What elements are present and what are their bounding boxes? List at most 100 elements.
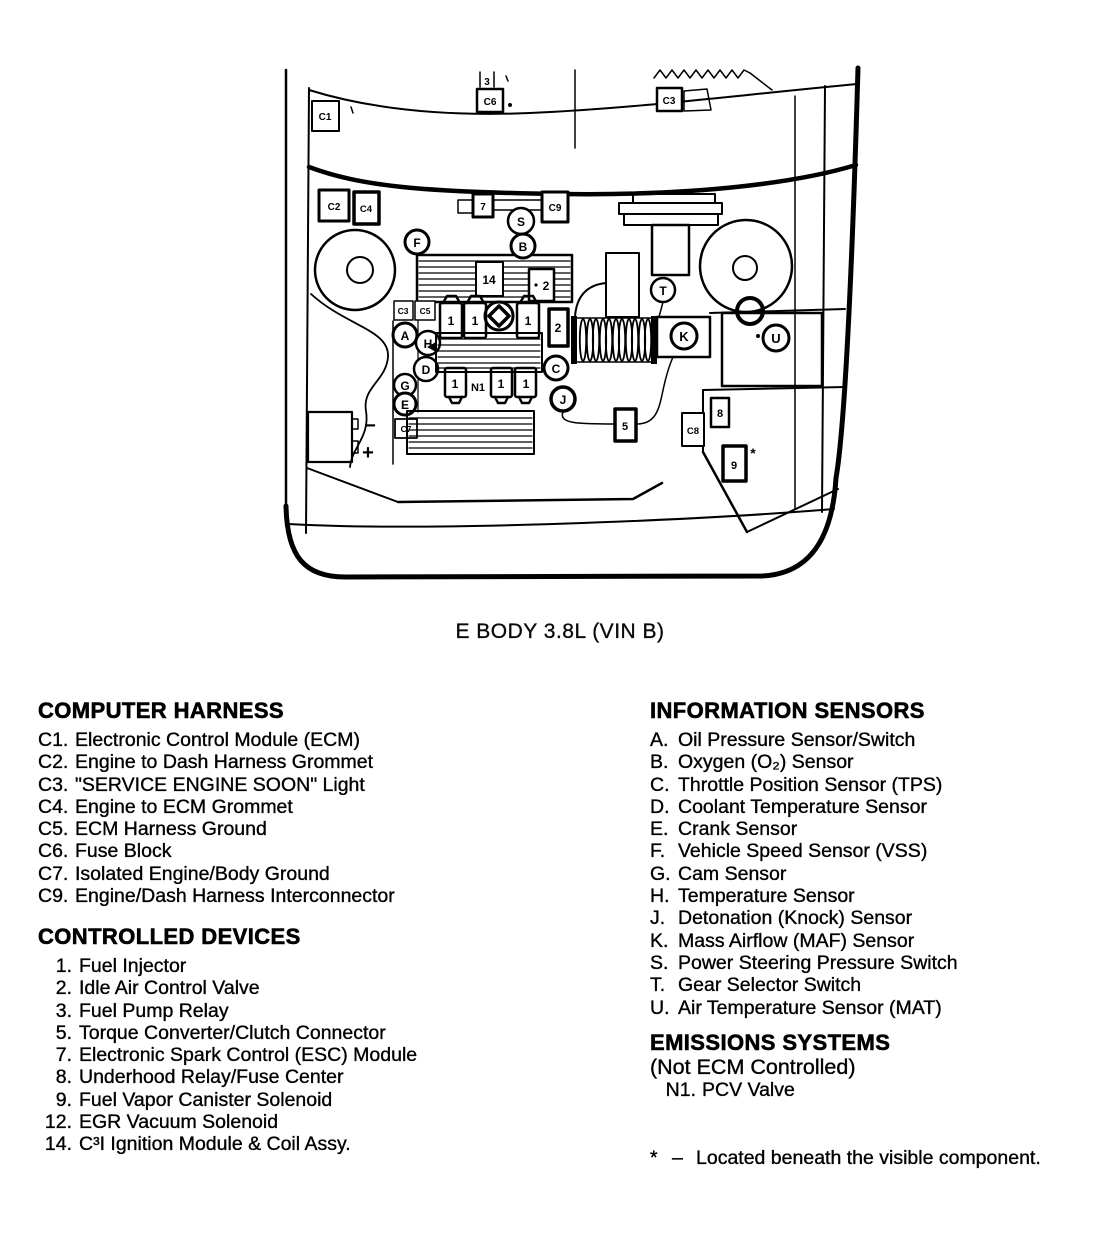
legend-item-number: C6. xyxy=(38,840,69,863)
legend-item: J.Detonation (Knock) Sensor xyxy=(650,907,1110,929)
callout-t-circle: T xyxy=(649,276,677,304)
legend-item-text: Engine to Dash Harness Grommet xyxy=(75,751,374,774)
footnote-asterisk: * xyxy=(650,1147,658,1169)
footnote: *–Located beneath the visible component. xyxy=(650,1147,1041,1170)
legend-item-number: C7. xyxy=(38,862,69,885)
diamond-icon xyxy=(487,304,511,328)
legend-item-number: C. xyxy=(650,773,670,796)
callout-1-label: 1 xyxy=(472,314,479,328)
legend-item-number: C1. xyxy=(38,729,69,751)
air-cleaner xyxy=(618,193,723,277)
legend-item-text: Torque Converter/Clutch Connector xyxy=(79,1021,386,1044)
legend-item-text: Mass Airflow (MAF) Sensor xyxy=(678,929,915,952)
battery-terminal-pos xyxy=(351,440,359,454)
svg-text:5: 5 xyxy=(622,421,628,433)
svg-text:J: J xyxy=(560,393,567,407)
legend-item: C2.Engine to Dash Harness Grommet xyxy=(38,751,618,773)
chassis-lines xyxy=(306,293,846,534)
wire-5-right xyxy=(636,356,674,425)
legend-item-number: J. xyxy=(650,907,666,930)
legend-item-number: B. xyxy=(650,751,669,774)
cowl-bracket xyxy=(683,88,712,112)
air-intake-duct xyxy=(571,316,657,364)
svg-text:7: 7 xyxy=(480,202,486,213)
legend-item-number: C9. xyxy=(38,885,69,908)
battery-minus-label: − xyxy=(364,415,376,437)
legend-item: N1. PCV Valve xyxy=(650,1079,1110,1101)
callout-c9-box: C9 xyxy=(540,190,570,224)
legend-item-number: T. xyxy=(650,974,666,997)
legend-item-number: C3. xyxy=(38,773,69,796)
footnote-text: Located beneath the visible component. xyxy=(696,1147,1041,1169)
svg-text:C8: C8 xyxy=(687,426,699,437)
hood-cowl-curve xyxy=(308,83,858,115)
legend-item-number: 12. xyxy=(44,1111,72,1134)
callout-c3-small-box: C3 xyxy=(393,300,414,321)
svg-text:T: T xyxy=(659,284,667,298)
emissions-systems-subtitle: (Not ECM Controlled) xyxy=(650,1055,856,1079)
legend-item-number: 5. xyxy=(55,1021,73,1044)
svg-text:C2: C2 xyxy=(328,202,341,213)
legend-item-text: Underhood Relay/Fuse Center xyxy=(79,1066,344,1089)
legend-item-number: 3. xyxy=(55,999,73,1022)
firewall-line xyxy=(306,162,859,197)
maf-sensor-box: K xyxy=(655,315,712,359)
legend-item: H.Temperature Sensor xyxy=(650,885,1110,907)
callout-1-label: 1 xyxy=(523,377,530,391)
section-information-sensors: INFORMATION SENSORS A.Oil Pressure Senso… xyxy=(650,698,1110,1019)
legend-item-text: PCV Valve xyxy=(702,1079,795,1101)
hidden-marker-tick xyxy=(505,75,509,82)
callout-d-circle: D xyxy=(412,355,440,383)
svg-text:B: B xyxy=(519,240,528,254)
computer-harness-list: C1.Electronic Control Module (ECM) C2.En… xyxy=(38,729,618,907)
legend-item-number: C5. xyxy=(38,818,69,841)
callout-n1-label: N1 xyxy=(471,382,485,394)
legend-item-text: Fuel Vapor Canister Solenoid xyxy=(79,1088,333,1111)
svg-text:C3: C3 xyxy=(663,96,676,107)
legend-item: U.Air Temperature Sensor (MAT) xyxy=(650,996,1110,1019)
legend-item-number: 8. xyxy=(55,1066,73,1089)
legend-item-text: C³I Ignition Module & Coil Assy. xyxy=(79,1133,351,1156)
footnote-dash: – xyxy=(672,1147,683,1169)
throttle-housing xyxy=(574,252,640,318)
callout-u-circle: U xyxy=(761,323,791,353)
callout-c4-box: C4 xyxy=(352,190,381,226)
legend-item-text: Gear Selector Switch xyxy=(678,974,862,997)
battery: − + xyxy=(306,410,376,464)
callout-7-box: 7 xyxy=(471,192,495,219)
callout-c-circle: C xyxy=(542,354,570,382)
svg-text:C3: C3 xyxy=(398,306,409,316)
callout-b-circle: B xyxy=(509,232,537,260)
svg-text:E: E xyxy=(401,398,409,412)
callout-c3-box: C3 xyxy=(655,86,684,113)
legend-item-number: D. xyxy=(650,795,670,818)
legend-item-text: Coolant Temperature Sensor xyxy=(678,795,927,818)
legend-item: B.Oxygen (O₂) Sensor xyxy=(650,751,1110,773)
controlled-devices-list: 1.Fuel Injector 2.Idle Air Control Valve… xyxy=(38,955,618,1156)
bumper-top-line xyxy=(287,508,835,528)
right-shelf-line xyxy=(702,386,846,391)
callout-1-label: 1 xyxy=(525,314,532,328)
callout-k-circle: K xyxy=(669,321,699,351)
svg-text:C5: C5 xyxy=(420,306,431,316)
diagram-caption: E BODY 3.8L (VIN B) xyxy=(455,620,665,643)
hidden-marker-asterisk: * xyxy=(750,445,756,461)
svg-text:A: A xyxy=(401,329,410,343)
svg-text:S: S xyxy=(517,215,525,229)
legend-item-text: Power Steering Pressure Switch xyxy=(678,951,958,974)
hidden-marker-dot xyxy=(534,283,538,287)
legend-item: S. Power Steering Pressure Switch xyxy=(650,952,1110,974)
callout-s-circle: S xyxy=(506,206,536,236)
subframe-line xyxy=(396,481,664,504)
fuel-injectors-top: 1 1 1 xyxy=(438,294,541,340)
legend-item-text: Fuse Block xyxy=(75,840,172,863)
svg-text:C9: C9 xyxy=(549,203,562,214)
legend-item-number: N1. xyxy=(665,1079,696,1101)
legend-item-text: Temperature Sensor xyxy=(678,885,855,908)
left-sensor-column: C3 C5 A H D G xyxy=(391,300,442,465)
hidden-marker-tick xyxy=(350,106,354,114)
fuel-injectors-bottom: 1 1 1 N1 xyxy=(443,366,538,405)
legend-item-number: S. xyxy=(650,951,669,974)
legend-item-text: EGR Vacuum Solenoid xyxy=(79,1111,279,1134)
